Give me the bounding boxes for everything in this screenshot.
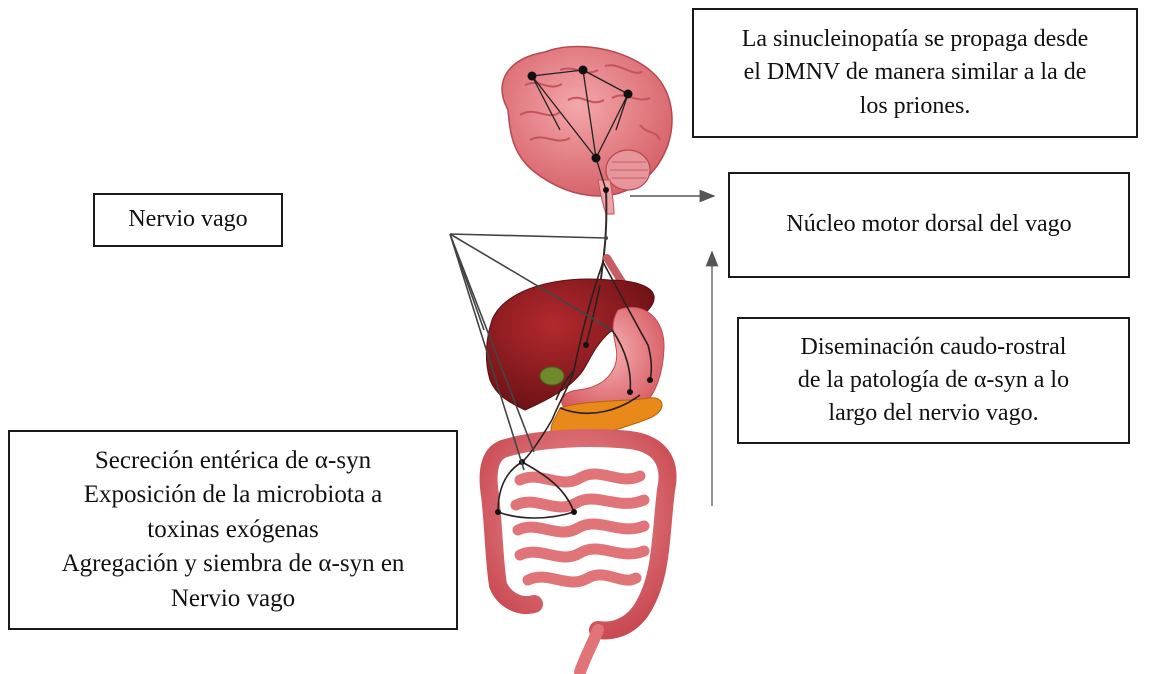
dmnv-label: Núcleo motor dorsal del vago — [786, 208, 1071, 241]
caudo-rostral-line: de la patología de α-syn a lo — [798, 364, 1069, 397]
enteric-box: Secreción entérica de α-syn Exposición d… — [8, 430, 458, 630]
enteric-line: Agregación y siembra de α-syn en — [62, 547, 405, 582]
dmnv-box: Núcleo motor dorsal del vago — [728, 172, 1130, 278]
gallbladder-illustration — [540, 367, 564, 385]
brain-node — [579, 66, 588, 75]
enteric-line: Nervio vago — [171, 582, 295, 617]
vagus-nerve-box: Nervio vago — [93, 193, 283, 247]
prion-spread-line: La sinucleinopatía se propaga desde — [742, 23, 1089, 56]
caudo-rostral-line: Diseminación caudo-rostral — [801, 331, 1067, 364]
enteric-line: toxinas exógenas — [147, 513, 318, 548]
neck-tissue — [607, 258, 622, 282]
prion-spread-line: el DMNV de manera similar a la de — [744, 56, 1087, 89]
vagus-nerve-label: Nervio vago — [128, 203, 247, 236]
brain-node — [624, 90, 633, 99]
caudo-rostral-line: largo del nervio vago. — [828, 397, 1038, 430]
rectum-illustration — [580, 630, 598, 672]
enteric-line: Exposición de la microbiota a — [84, 478, 383, 513]
enteric-line: Secreción entérica de α-syn — [95, 444, 371, 479]
brain-node — [592, 154, 601, 163]
brain-node — [528, 72, 537, 81]
small-intestine-illustration — [516, 474, 644, 582]
prion-spread-box: La sinucleinopatía se propaga desde el D… — [692, 8, 1138, 138]
prion-spread-line: los priones. — [860, 90, 971, 123]
caudo-rostral-box: Diseminación caudo-rostral de la patolog… — [737, 317, 1130, 444]
